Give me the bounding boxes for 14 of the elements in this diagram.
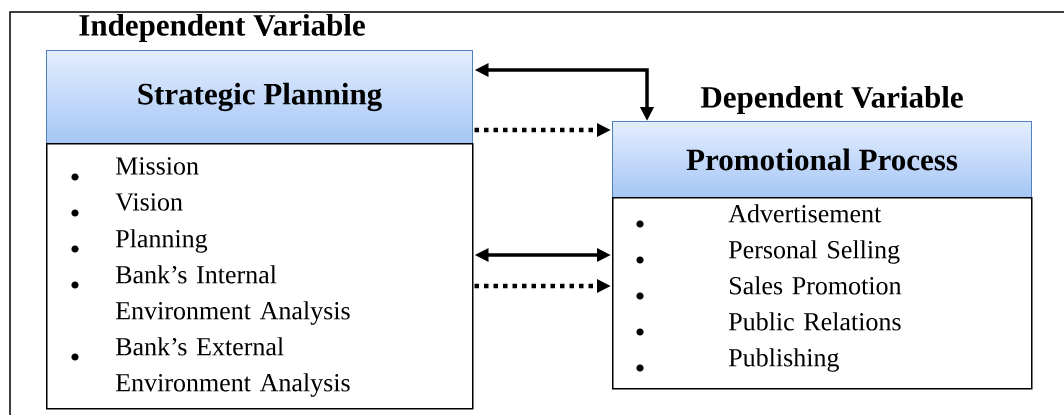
header-box: Promotional Process <box>612 121 1032 198</box>
header-box: Strategic Planning <box>46 50 473 144</box>
list-item: Planning <box>115 229 208 253</box>
list-item: Vision <box>115 193 183 211</box>
list-item: Publishing <box>728 348 839 372</box>
list-item: Sales Promotion <box>729 276 902 295</box>
list-item: Public Relations <box>728 312 901 331</box>
list-item: Personal Selling <box>728 240 900 264</box>
list-item: Bank’s External Environment Analysis <box>115 337 350 397</box>
heading: Dependent Variable <box>700 85 963 115</box>
list-item: Bank’s Internal Environment Analysis <box>115 265 350 325</box>
heading: Independent Variable <box>79 13 365 43</box>
list-item: Mission <box>115 157 199 175</box>
list-item: Advertisement <box>728 204 882 223</box>
